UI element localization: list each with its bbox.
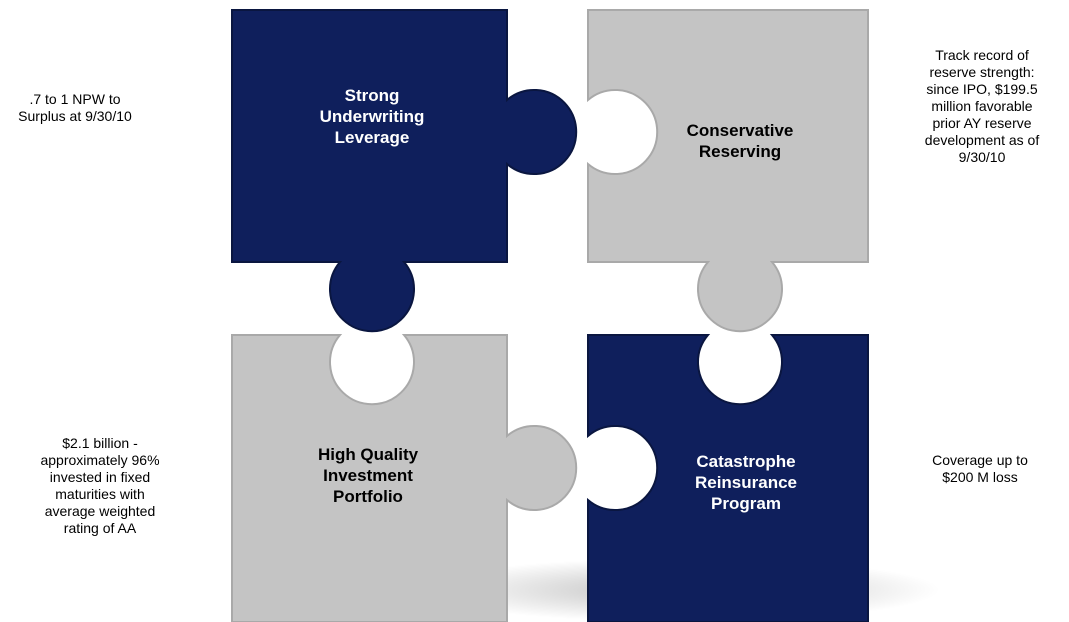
note-top-right: Track record of reserve strength: since … xyxy=(924,47,1040,165)
piece-top-left xyxy=(231,9,578,333)
piece-bottom-right xyxy=(587,334,869,622)
piece-top-bottom-left xyxy=(231,334,578,622)
piece-label-top-right: Conservative Reserving xyxy=(686,121,794,161)
note-bottom-left: $2.1 billion - approximately 96% investe… xyxy=(40,435,160,536)
piece-top-right xyxy=(587,9,869,333)
piece-label-bottom-right: Catastrophe Reinsurance Program xyxy=(694,452,798,513)
note-bottom-right: Coverage up to $200 M loss xyxy=(932,452,1028,485)
piece-label-bottom-left: High Quality Investment Portfolio xyxy=(317,445,419,506)
note-top-left: .7 to 1 NPW to Surplus at 9/30/10 xyxy=(18,91,132,124)
piece-label-top-left: Strong Underwriting Leverage xyxy=(319,86,425,147)
